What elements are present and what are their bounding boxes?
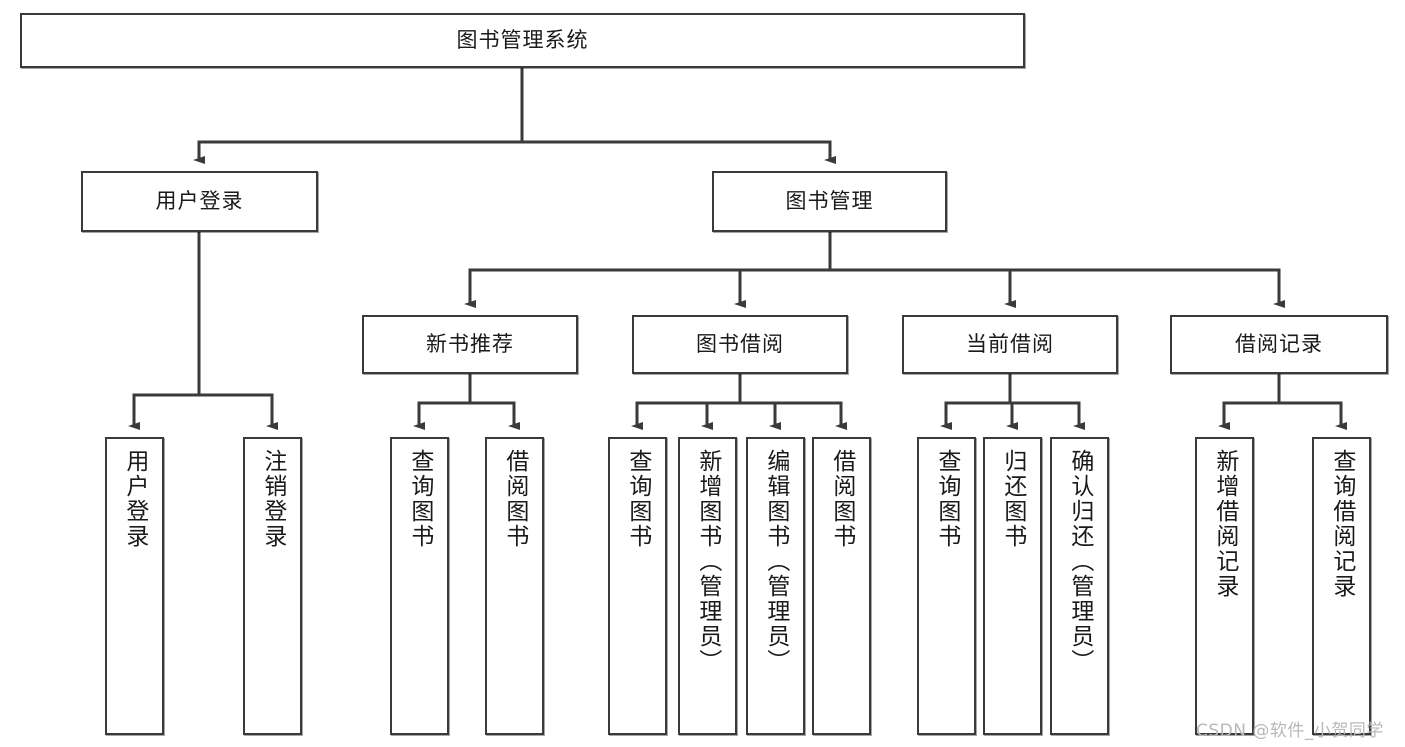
node-leaf-query-book-1-label: 查询图书 [406,449,433,549]
node-leaf-query-book-1[interactable]: 查询图书 [390,437,449,735]
node-borrow-record[interactable]: 借阅记录 [1170,315,1388,374]
node-leaf-confirm-return-label: 确认归还（管理员） [1066,449,1093,674]
node-leaf-edit-book-label: 编辑图书（管理员） [762,449,789,674]
node-new-book-rec-label: 新书推荐 [426,332,514,357]
node-new-book-rec[interactable]: 新书推荐 [362,315,578,374]
node-user-login-label: 用户登录 [155,189,244,214]
node-root[interactable]: 图书管理系统 [20,13,1025,68]
node-leaf-borrow-book-2[interactable]: 借阅图书 [812,437,871,735]
node-root-label: 图书管理系统 [456,28,589,53]
node-leaf-query-book-3[interactable]: 查询图书 [917,437,976,735]
node-leaf-confirm-return[interactable]: 确认归还（管理员） [1050,437,1109,735]
node-leaf-user-login[interactable]: 用户登录 [105,437,164,735]
node-leaf-query-record[interactable]: 查询借阅记录 [1312,437,1371,735]
node-user-login[interactable]: 用户登录 [81,171,318,232]
node-leaf-add-book-label: 新增图书（管理员） [694,449,721,674]
node-book-borrow-label: 图书借阅 [696,332,784,357]
node-book-manage-label: 图书管理 [785,189,874,214]
node-borrow-record-label: 借阅记录 [1235,332,1323,357]
node-leaf-borrow-book-1[interactable]: 借阅图书 [485,437,544,735]
node-leaf-query-book-2-label: 查询图书 [624,449,651,549]
node-leaf-add-book[interactable]: 新增图书（管理员） [678,437,737,735]
node-book-borrow[interactable]: 图书借阅 [632,315,848,374]
node-leaf-logout-label: 注销登录 [259,449,286,549]
node-leaf-logout[interactable]: 注销登录 [243,437,302,735]
node-leaf-add-record[interactable]: 新增借阅记录 [1195,437,1254,735]
node-leaf-return-book-label: 归还图书 [999,449,1026,549]
node-leaf-query-book-3-label: 查询图书 [933,449,960,549]
node-current-borrow[interactable]: 当前借阅 [902,315,1118,374]
node-leaf-user-login-label: 用户登录 [121,449,148,549]
node-leaf-query-book-2[interactable]: 查询图书 [608,437,667,735]
csdn-watermark: CSDN @软件_小贺同学 [1196,721,1384,741]
node-leaf-borrow-book-2-label: 借阅图书 [828,449,855,549]
node-leaf-query-record-label: 查询借阅记录 [1328,449,1355,599]
node-current-borrow-label: 当前借阅 [966,332,1054,357]
node-book-manage[interactable]: 图书管理 [712,171,947,232]
node-leaf-edit-book[interactable]: 编辑图书（管理员） [746,437,805,735]
node-leaf-add-record-label: 新增借阅记录 [1211,449,1238,599]
node-leaf-return-book[interactable]: 归还图书 [983,437,1042,735]
node-leaf-borrow-book-1-label: 借阅图书 [501,449,528,549]
